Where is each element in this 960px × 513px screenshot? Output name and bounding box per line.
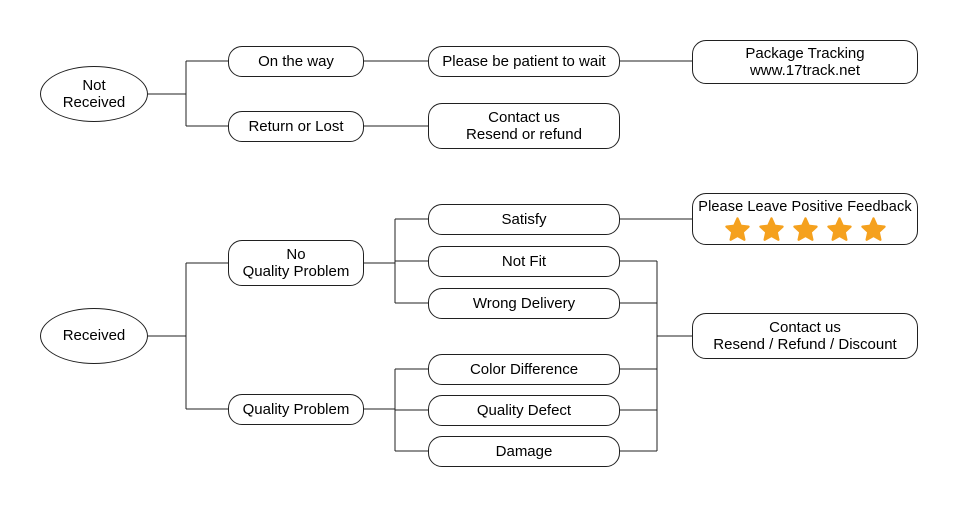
node-not-fit[interactable]: Not Fit — [428, 246, 620, 277]
node-on-the-way[interactable]: On the way — [228, 46, 364, 77]
node-return-or-lost[interactable]: Return or Lost — [228, 111, 364, 142]
star-icon[interactable] — [724, 217, 750, 242]
node-wrong-delivery[interactable]: Wrong Delivery — [428, 288, 620, 319]
node-damage[interactable]: Damage — [428, 436, 620, 467]
star-rating[interactable] — [724, 217, 886, 242]
node-received[interactable]: Received — [40, 308, 148, 364]
node-package-tracking[interactable]: Package Tracking www.17track.net — [692, 40, 918, 84]
node-not-received[interactable]: Not Received — [40, 66, 148, 122]
star-icon[interactable] — [758, 217, 784, 242]
node-contact-resend-refund-discount[interactable]: Contact us Resend / Refund / Discount — [692, 313, 918, 359]
feedback-label: Please Leave Positive Feedback — [698, 198, 912, 215]
star-icon[interactable] — [860, 217, 886, 242]
node-satisfy[interactable]: Satisfy — [428, 204, 620, 235]
node-leave-positive-feedback[interactable]: Please Leave Positive Feedback — [692, 193, 918, 245]
node-contact-resend-or-refund[interactable]: Contact us Resend or refund — [428, 103, 620, 149]
node-quality-defect[interactable]: Quality Defect — [428, 395, 620, 426]
node-please-be-patient[interactable]: Please be patient to wait — [428, 46, 620, 77]
star-icon[interactable] — [792, 217, 818, 242]
node-color-difference[interactable]: Color Difference — [428, 354, 620, 385]
node-no-quality-problem[interactable]: No Quality Problem — [228, 240, 364, 286]
node-quality-problem[interactable]: Quality Problem — [228, 394, 364, 425]
star-icon[interactable] — [826, 217, 852, 242]
